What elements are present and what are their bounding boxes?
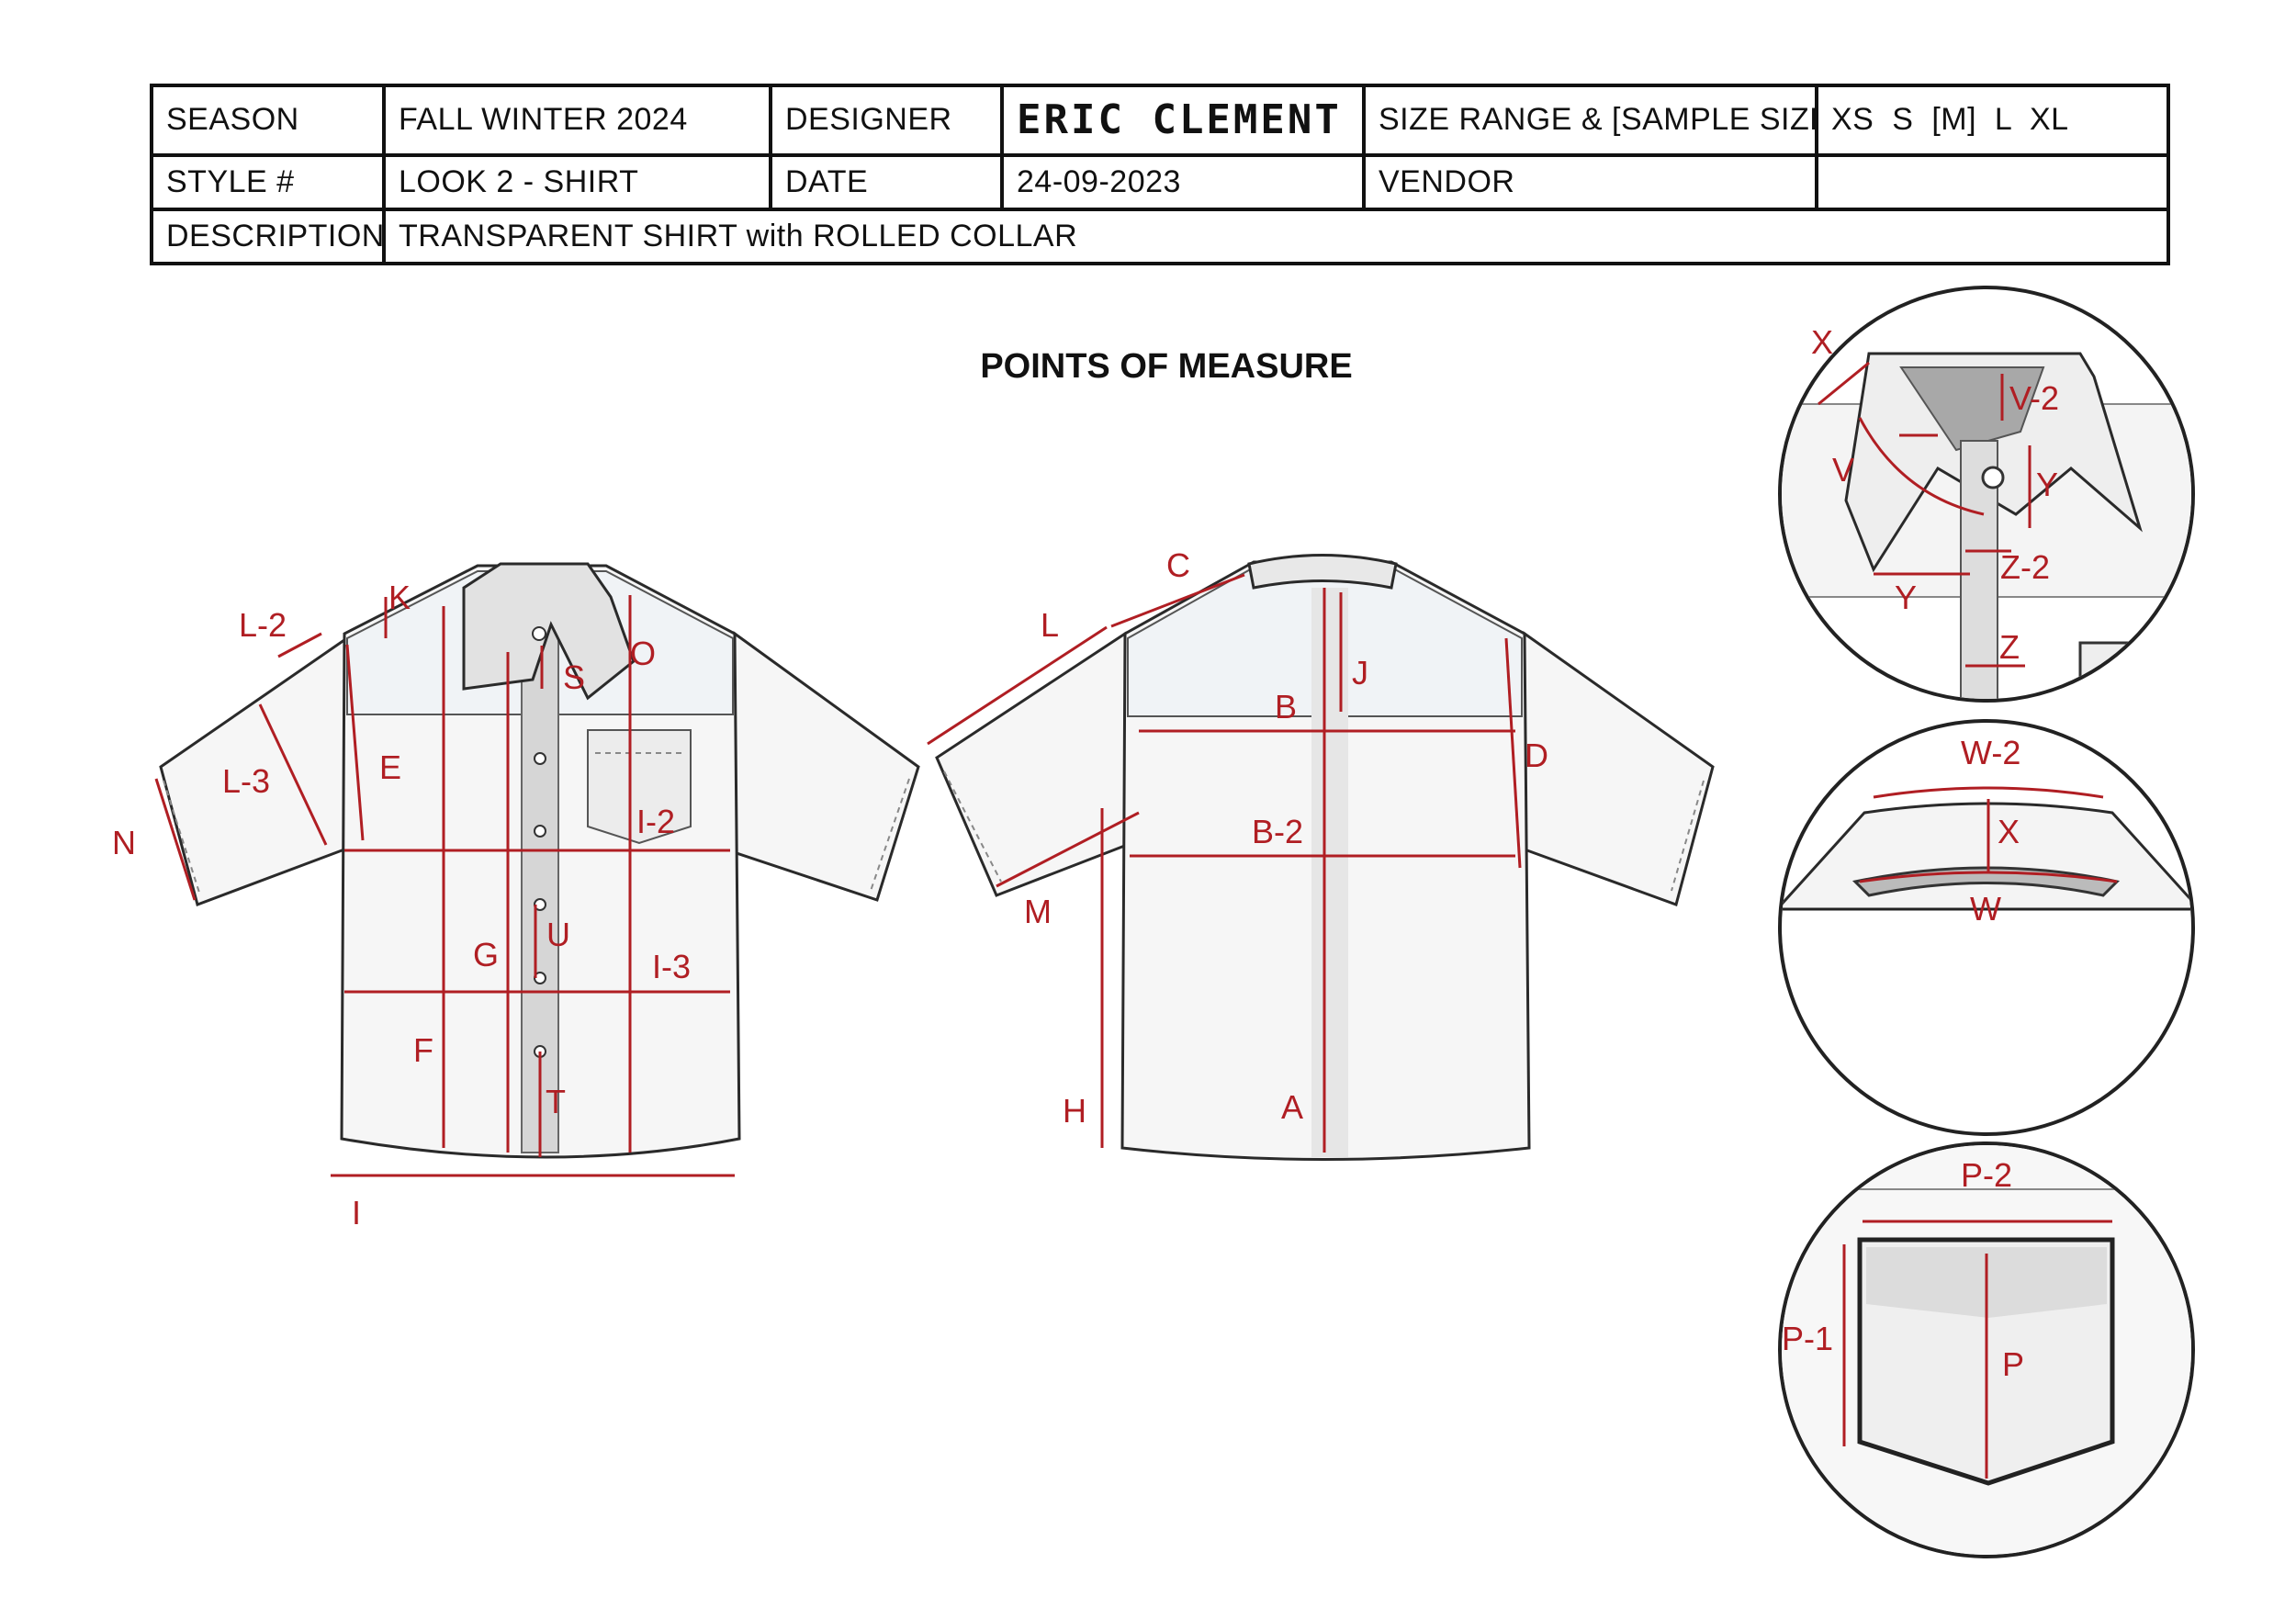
- label-m: M: [1024, 893, 1052, 930]
- collar-detail: X V-2 V Y Z-2 Y Z: [1778, 286, 2195, 703]
- description-value: TRANSPARENT SHIRT with ROLLED COLLAR: [382, 207, 2170, 266]
- label-l: L: [1041, 606, 1059, 644]
- back-measure-lines: [927, 573, 1522, 1153]
- front-measure-lines: [154, 595, 735, 1177]
- neck-detail: W-2 X W: [1778, 719, 2195, 1136]
- size-range-value: XS S [M] L XL: [1815, 84, 2170, 157]
- front-pocket: [587, 729, 692, 845]
- label-o: O: [630, 635, 656, 672]
- label-z: Z: [1999, 628, 2020, 666]
- label-w2: W-2: [1961, 734, 2020, 771]
- description-label: DESCRIPTION: [150, 207, 386, 266]
- designer-value: ERIC CLEMENT: [1000, 84, 1366, 157]
- label-x-collar: X: [1811, 323, 1833, 361]
- label-p1: P-1: [1782, 1320, 1833, 1357]
- spec-row-style: STYLE # LOOK 2 - SHIRT DATE 24-09-2023 V…: [150, 152, 2170, 211]
- style-label: STYLE #: [150, 152, 386, 211]
- label-y-small: Y: [2036, 466, 2058, 503]
- back-collar: [1247, 554, 1398, 590]
- designer-label: DESIGNER: [769, 84, 1004, 157]
- label-a: A: [1281, 1088, 1303, 1126]
- label-k: K: [388, 579, 411, 616]
- label-b2: B-2: [1252, 813, 1303, 850]
- label-l2: L-2: [239, 606, 287, 644]
- label-x-neck: X: [1998, 813, 2020, 850]
- label-p: P: [2002, 1345, 2024, 1383]
- label-v2: V-2: [2009, 379, 2059, 417]
- label-p2: P-2: [1961, 1156, 2012, 1194]
- label-d: D: [1525, 737, 1548, 774]
- label-g: G: [473, 936, 499, 973]
- label-u: U: [546, 916, 570, 953]
- vendor-value: [1815, 152, 2170, 211]
- back-center-panel: [1311, 588, 1348, 1157]
- season-value: FALL WINTER 2024: [382, 84, 772, 157]
- season-label: SEASON: [150, 84, 386, 157]
- label-i3: I-3: [652, 948, 691, 985]
- date-label: DATE: [769, 152, 1004, 211]
- date-value: 24-09-2023: [1000, 152, 1366, 211]
- size-range-label: SIZE RANGE & [SAMPLE SIZE]: [1362, 84, 1818, 157]
- label-j: J: [1352, 654, 1368, 692]
- label-t: T: [546, 1083, 566, 1120]
- label-c: C: [1166, 546, 1190, 584]
- label-z2: Z-2: [2000, 548, 2050, 586]
- spec-row-description: DESCRIPTION TRANSPARENT SHIRT with ROLLE…: [150, 207, 2170, 266]
- label-y: Y: [1895, 579, 1917, 616]
- front-labels: L-2 K O S E L-3 N I-2 G U I-3 F T I: [112, 579, 691, 1231]
- pocket-detail: P-2 P-1 P: [1778, 1142, 2195, 1558]
- neck-detail-circle: [1778, 719, 2195, 1136]
- label-b: B: [1275, 688, 1297, 725]
- label-e: E: [379, 748, 401, 786]
- page-title: POINTS OF MEASURE: [980, 347, 1353, 386]
- style-value: LOOK 2 - SHIRT: [382, 152, 772, 211]
- label-n: N: [112, 824, 136, 861]
- front-shirt: [159, 562, 920, 1159]
- back-labels: C L J B D B-2 M H A: [1024, 546, 1548, 1130]
- label-i: I: [352, 1194, 361, 1231]
- vendor-label: VENDOR: [1362, 152, 1818, 211]
- front-collar: [462, 562, 636, 701]
- label-i2: I-2: [636, 803, 675, 840]
- spec-table: SEASON FALL WINTER 2024 DESIGNER ERIC CL…: [150, 84, 2170, 266]
- label-v: V: [1832, 451, 1854, 489]
- label-s: S: [563, 658, 585, 696]
- spec-row-season: SEASON FALL WINTER 2024 DESIGNER ERIC CL…: [150, 84, 2170, 157]
- label-h: H: [1063, 1092, 1086, 1130]
- label-f: F: [413, 1031, 433, 1069]
- label-w: W: [1970, 890, 2001, 928]
- label-l3: L-3: [222, 762, 270, 800]
- back-right-sleeve: [1523, 631, 1715, 906]
- front-right-sleeve: [724, 631, 920, 902]
